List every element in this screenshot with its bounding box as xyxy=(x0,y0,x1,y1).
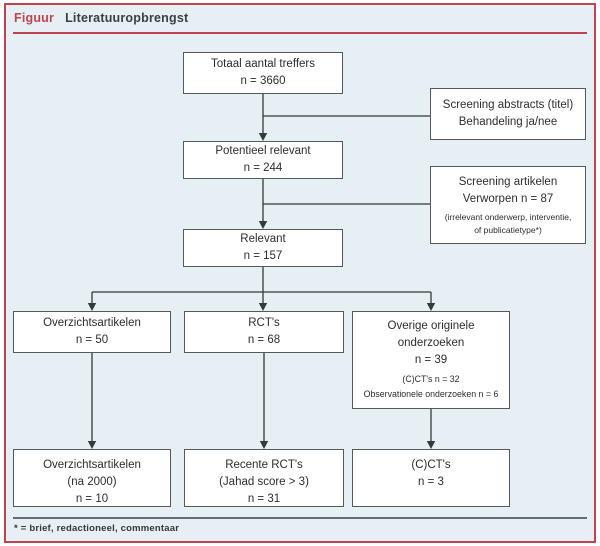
box-line: (Jahad score > 3) xyxy=(219,476,309,488)
box-line: (na 2000) xyxy=(67,476,117,488)
box-line: Screening artikelen xyxy=(458,175,558,188)
box-line: Overige originele onderzoeken xyxy=(387,320,475,349)
box-subline: of publicatietype*) xyxy=(474,224,542,235)
box-line: n = 39 xyxy=(414,354,448,366)
box-subline: Observationele onderzoeken n = 6 xyxy=(363,389,499,399)
title-rule xyxy=(13,32,587,34)
footer-rule xyxy=(13,517,587,519)
footnote: * = brief, redactioneel, commentaar xyxy=(14,523,180,534)
box-line: Potentieel relevant xyxy=(215,145,311,157)
box-screening-abstracts: Screening abstracts (titel) Behandeling … xyxy=(430,88,586,140)
box-line: n = 31 xyxy=(247,493,281,505)
box-overzichtsartikelen-na-2000: Overzichtsartikelen (na 2000) n = 10 xyxy=(13,449,171,507)
box-line: n = 3 xyxy=(418,476,444,488)
box-line: n = 50 xyxy=(75,334,109,346)
box-relevant: Relevant n = 157 xyxy=(183,229,343,267)
box-totaal-aantal-treffers: Totaal aantal treffers n = 3660 xyxy=(183,52,343,94)
box-line: Relevant xyxy=(240,233,286,245)
box-line: n = 3660 xyxy=(240,75,286,87)
box-subline: (C)CT's n = 32 xyxy=(402,374,460,384)
box-line: Totaal aantal treffers xyxy=(211,58,315,70)
box-overige-originele-onderzoeken: Overige originele onderzoeken n = 39 (C)… xyxy=(352,311,510,409)
box-ccts: (C)CT's n = 3 xyxy=(352,449,510,507)
figure-header: Figuur Literatuuropbrengst xyxy=(14,11,188,25)
box-line: RCT's xyxy=(248,317,280,329)
box-line: Overzichtsartikelen xyxy=(43,317,141,329)
figure-title: Literatuuropbrengst xyxy=(65,11,189,25)
box-line: (C)CT's xyxy=(411,459,451,471)
box-line: n = 10 xyxy=(75,493,109,505)
figure-label: Figuur xyxy=(14,11,55,25)
box-rcts: RCT's n = 68 xyxy=(184,311,344,353)
box-line: n = 157 xyxy=(243,250,283,262)
box-line: Behandeling ja/nee xyxy=(458,116,558,128)
box-line: Screening abstracts (titel) xyxy=(442,99,574,111)
box-line: Overzichtsartikelen xyxy=(43,459,141,471)
box-overzichtsartikelen: Overzichtsartikelen n = 50 xyxy=(13,311,171,353)
box-line: n = 68 xyxy=(247,334,281,346)
box-screening-artikelen: Screening artikelen Verworpen n = 87 (ir… xyxy=(430,166,586,244)
box-subline: (irrelevant onderwerp, interventie, xyxy=(444,211,572,222)
box-line: Recente RCT's xyxy=(225,459,303,471)
box-recente-rcts: Recente RCT's (Jahad score > 3) n = 31 xyxy=(184,449,344,507)
box-line: Verworpen n = 87 xyxy=(462,192,554,205)
box-potentieel-relevant: Potentieel relevant n = 244 xyxy=(183,141,343,179)
box-line: n = 244 xyxy=(243,162,283,174)
